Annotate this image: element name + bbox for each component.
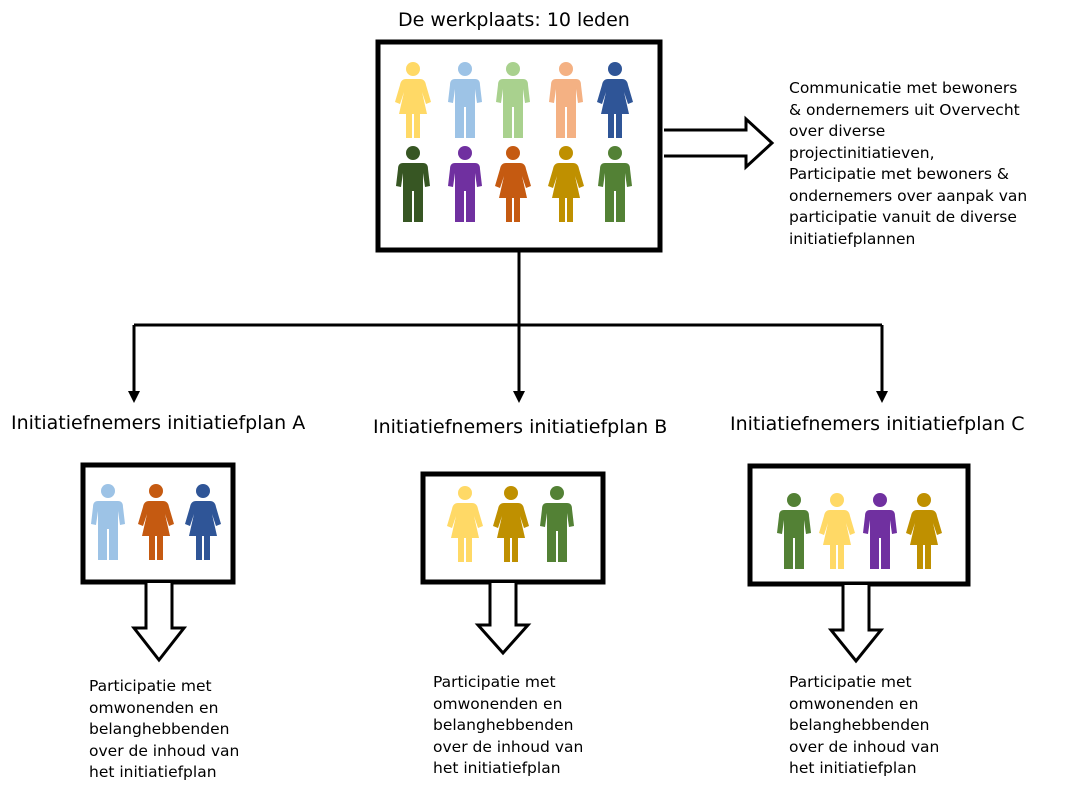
group-b-note: Participatie met omwonenden en belanghebbe… [433, 672, 583, 780]
group-a-down-arrow [130, 583, 188, 663]
branch-b-arrowhead [513, 391, 525, 403]
female-person-icon [493, 486, 529, 562]
male-person-icon [396, 146, 430, 222]
female-person-icon [395, 62, 431, 138]
communication-arrow [664, 115, 775, 171]
note-line: belanghebbenden [433, 716, 574, 734]
group-a-note: Participatie met omwonenden en belanghebbe… [89, 676, 239, 784]
note-line: over diverse [789, 122, 886, 140]
note-line: belanghebbenden [89, 720, 230, 738]
group-c-down-arrow [827, 585, 885, 664]
note-line: over de inhoud van [789, 737, 940, 756]
group-c-title: Initiatiefnemers initiatiefplan C [730, 413, 1025, 435]
male-person-icon [777, 493, 811, 569]
group-b-people [447, 486, 574, 562]
male-person-icon [448, 146, 482, 222]
male-person-icon [598, 146, 632, 222]
note-line: over de inhoud van [89, 741, 240, 760]
group-c-note: Participatie met omwonenden en belanghebbe… [789, 672, 939, 780]
note-line: Participatie met bewoners & [789, 165, 1009, 183]
note-line: het initiatiefplan [789, 759, 917, 777]
note-line: participatie vanuit de diverse [789, 208, 1017, 226]
female-person-icon [138, 484, 174, 560]
note-line: omwonenden en [789, 694, 919, 713]
note-line: omwonenden en [433, 694, 563, 713]
note-line: omwonenden en [89, 698, 219, 717]
group-a-people [91, 484, 221, 560]
group-b-down-arrow [474, 583, 532, 656]
note-line: Participatie met [433, 673, 556, 691]
note-line: Participatie met [89, 677, 212, 695]
note-line: initiatiefplannen [789, 229, 916, 248]
male-person-icon [91, 484, 125, 560]
female-person-icon [185, 484, 221, 560]
female-person-icon [597, 62, 633, 138]
male-person-icon [549, 62, 583, 138]
female-person-icon [548, 146, 584, 222]
note-line: Participatie met [789, 673, 912, 691]
female-person-icon [447, 486, 483, 562]
note-line: Communicatie met bewoners [789, 79, 1018, 97]
workplace-note: Communicatie met bewoners & ondernemers u… [789, 78, 1027, 250]
female-person-icon [495, 146, 531, 222]
group-a-title: Initiatiefnemers initiatiefplan A [11, 412, 306, 434]
male-person-icon [448, 62, 482, 138]
note-line: & ondernemers uit Overvecht [789, 100, 1020, 119]
female-person-icon [906, 493, 942, 569]
branch-c-arrowhead [876, 391, 888, 403]
note-line: over de inhoud van [433, 737, 584, 756]
workplace-title: De werkplaats: 10 leden [398, 9, 630, 31]
group-b-title: Initiatiefnemers initiatiefplan B [373, 416, 668, 438]
note-line: ondernemers over aanpak van [789, 186, 1028, 205]
male-person-icon [540, 486, 574, 562]
note-line: belanghebbenden [789, 716, 930, 734]
branch-a-arrowhead [128, 391, 140, 403]
note-line: het initiatiefplan [89, 763, 217, 781]
female-person-icon [819, 493, 855, 569]
note-line: projectinitiatieven, [789, 143, 935, 162]
workplace-people [395, 62, 633, 222]
group-c-people [777, 493, 942, 569]
note-line: het initiatiefplan [433, 759, 561, 777]
male-person-icon [496, 62, 530, 138]
male-person-icon [863, 493, 897, 569]
